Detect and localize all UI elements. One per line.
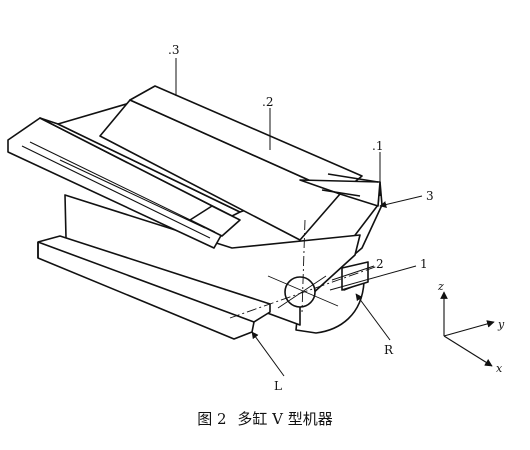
figure-title: 多缸 V 型机器 bbox=[237, 410, 333, 428]
leader-side-2 bbox=[331, 265, 375, 281]
bore-cross bbox=[267, 275, 339, 309]
bank-1-slant bbox=[321, 173, 379, 197]
machine-body bbox=[7, 85, 383, 340]
crank-bore bbox=[284, 276, 316, 308]
label-side-2: 2 bbox=[376, 257, 384, 271]
right-foot bbox=[341, 261, 369, 291]
label-right: R bbox=[384, 343, 394, 357]
axis-triad bbox=[440, 291, 495, 367]
figure-caption: 图 2 多缸 V 型机器 bbox=[0, 408, 530, 429]
label-left: L bbox=[274, 379, 282, 393]
label-side-1: 1 bbox=[420, 257, 428, 271]
label-bank-3: .3 bbox=[168, 43, 179, 57]
leader-right bbox=[355, 293, 391, 341]
crank-axis bbox=[229, 265, 379, 319]
leader-left bbox=[251, 331, 285, 377]
labels: .3 .2 .1 3 2 1 R L z y x bbox=[168, 43, 505, 393]
leader-side-1 bbox=[329, 265, 417, 291]
figure-number: 图 2 bbox=[197, 410, 227, 428]
centre-line-vertical bbox=[301, 219, 306, 313]
bank-3-lines bbox=[21, 141, 216, 239]
axis-label-y: y bbox=[497, 318, 505, 331]
axis-lines bbox=[175, 58, 423, 377]
label-side-3: 3 bbox=[426, 189, 434, 203]
axis-y bbox=[443, 320, 495, 337]
bank-2-top bbox=[129, 85, 363, 195]
label-bank-1: .1 bbox=[372, 139, 383, 153]
base-foot-top bbox=[37, 241, 255, 323]
axis-label-z: z bbox=[437, 280, 444, 293]
label-bank-2: .2 bbox=[262, 95, 273, 109]
axis-label-x: x bbox=[496, 362, 503, 375]
leader-side-3 bbox=[379, 195, 423, 208]
axis-x bbox=[443, 335, 493, 367]
